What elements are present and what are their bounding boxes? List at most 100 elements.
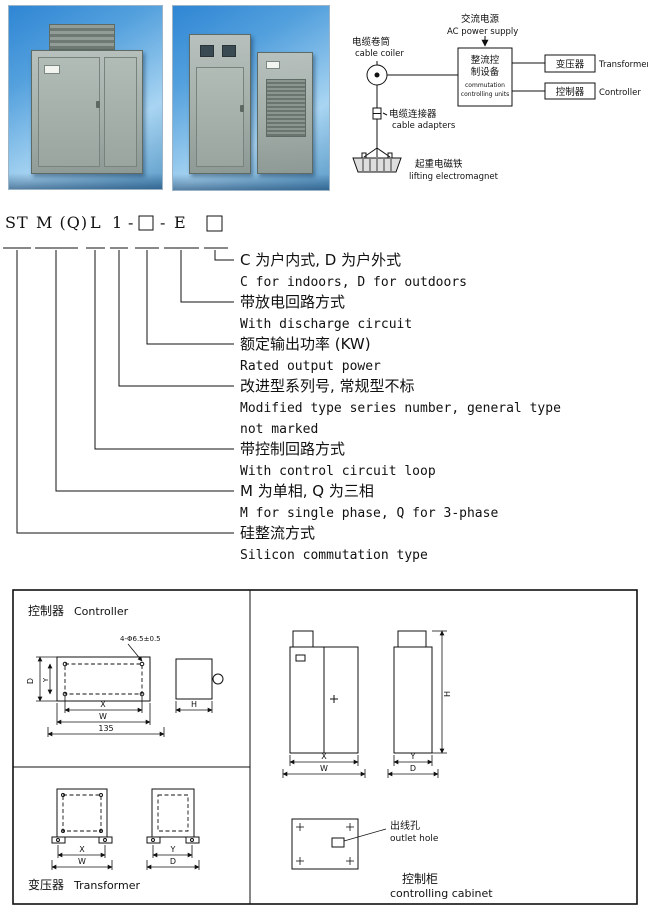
controller-section-label-cn: 控制器 (28, 604, 64, 618)
photo-floor-shadow (9, 173, 162, 189)
adapter-leader-line (382, 112, 388, 116)
dim-label-y: Y (170, 845, 176, 854)
magnet-label-en: lifting electromagnet (409, 172, 499, 182)
photo-floor-shadow (173, 174, 329, 190)
designation-6-en: M for single phase, Q for 3-phase (240, 506, 498, 521)
designation-4-en-line2: not marked (240, 422, 318, 437)
hole-note-leader (127, 643, 143, 662)
controller-front-view (56, 656, 151, 702)
code-dash-b: - (160, 213, 166, 232)
product-photo-double-cabinet (172, 5, 330, 191)
cabinet-door-left (38, 57, 100, 167)
designation-6-cn: M 为单相, Q 为三相 (240, 482, 374, 500)
panel-border (12, 589, 638, 905)
transformer-front-view: X W (51, 788, 113, 870)
dim-label-x: X (100, 700, 106, 709)
cabinet-side-view: H Y D (387, 630, 452, 778)
cabinet-door (196, 67, 244, 167)
hole-note: 4-Φ6.5±0.5 (120, 635, 161, 643)
dimension-drawing-panel: 控制器 Controller 4-Φ6.5±0.5 D Y X (12, 589, 638, 905)
dim-label-x: X (321, 752, 327, 761)
louver-grille (266, 79, 306, 137)
dim-label-h: H (443, 691, 452, 697)
cable-adapter-symbol (372, 107, 382, 120)
outlet-hole-label-cn: 出线孔 (390, 819, 420, 832)
dim-label-h: H (191, 700, 197, 709)
controller-label-en: Controller (599, 88, 641, 98)
designation-texts: C 为户内式, D 为户外式 C for indoors, D for outd… (240, 251, 561, 563)
nameplate (266, 61, 280, 69)
code-box-type (206, 215, 223, 232)
code-seg-mq: M (Q) (36, 213, 88, 232)
rectifier-box-cn-line2: 制设备 (471, 66, 500, 78)
cabinet-vent-unit (49, 24, 115, 50)
controller-box: 控制器 (544, 82, 596, 100)
designation-3-cn: 额定输出功率 (KW) (240, 335, 371, 353)
dim-label-y: Y (42, 677, 50, 683)
controller-section-label-en: Controller (74, 605, 129, 618)
code-seg-1: 1 (112, 213, 123, 232)
transformer-box-label-cn: 变压器 (556, 59, 585, 71)
tall-cabinet-illustration (189, 34, 251, 174)
dim-label-d: D (410, 764, 416, 773)
designation-7-en: Silicon commutation type (240, 548, 428, 563)
designation-4-cn: 改进型系列号, 常规型不标 (240, 377, 415, 395)
magnet-label-cn: 起重电磁铁 (415, 158, 463, 170)
cabinet-section-label-cn: 控制柜 (402, 872, 438, 886)
model-code: ST M (Q) L 1 - - E (5, 213, 223, 232)
code-box-power (138, 215, 154, 231)
dim-label-x: X (79, 845, 85, 854)
code-seg-e: E (174, 213, 187, 232)
dim-label-w: W (78, 857, 86, 866)
rectifier-box-en-line2: controlling units (461, 91, 509, 98)
transformer-side-view: Y D (146, 788, 200, 870)
lifting-electromagnet-symbol (352, 147, 402, 173)
designation-connectors (16, 250, 234, 534)
code-seg-st: ST (5, 213, 29, 232)
cable-coiler-symbol (366, 61, 388, 86)
transformer-label-en: Transformer (598, 60, 648, 70)
cable-coiler-label-en: cable coiler (355, 49, 404, 59)
dim-label-d: D (26, 678, 35, 684)
designation-4-en: Modified type series number, general typ… (240, 401, 561, 416)
meter-window (200, 45, 214, 57)
dim-label-d: D (170, 857, 176, 866)
cabinet-section-label-en: controlling cabinet (390, 887, 493, 900)
cabinet-illustration (31, 50, 143, 174)
controller-box-label-cn: 控制器 (556, 86, 585, 98)
cabinet-front-view: X W (282, 630, 366, 778)
ac-power-label-cn: 交流电源 (461, 13, 500, 25)
door-latch (240, 105, 244, 112)
cable-adapters-label-cn: 电缆连接器 (389, 108, 437, 120)
dim-label-135: 135 (98, 724, 113, 733)
ac-power-label-en: AC power supply (447, 27, 518, 37)
system-schematic: 电缆卷筒 cable coiler 交流电源 AC power supply 整… (352, 13, 648, 182)
transformer-section-label-cn: 变压器 (28, 877, 64, 892)
door-latch (96, 101, 100, 108)
model-designation-diagram: ST M (Q) L 1 - - E (3, 213, 561, 563)
designation-1-en: C for indoors, D for outdoors (240, 275, 467, 290)
designation-1-cn: C 为户内式, D 为户外式 (240, 251, 401, 269)
cabinet-door-right (104, 57, 137, 167)
cable-adapters-label-en: cable adapters (392, 121, 456, 131)
product-photo-single-cabinet (8, 5, 163, 190)
dim-label-w: W (320, 764, 328, 773)
outlet-hole-label-en: outlet hole (390, 834, 439, 844)
controller-dimensions: D Y X W 135 (26, 656, 165, 737)
rectifier-box-cn-line1: 整流控 (471, 54, 500, 66)
transformer-box: 变压器 (544, 54, 596, 73)
designation-3-en: Rated output power (240, 359, 381, 374)
transformer-section-label-en: Transformer (73, 879, 140, 892)
code-dash-a: - (128, 213, 134, 232)
controller-side-view: H (175, 658, 224, 713)
designation-5-cn: 带控制回路方式 (240, 440, 345, 458)
dim-label-y: Y (410, 752, 416, 761)
rectifier-unit-box: 整流控 制设备 commutation controlling units (457, 47, 513, 107)
dim-label-w: W (99, 712, 107, 721)
nameplate (44, 65, 60, 74)
designation-5-en: With control circuit loop (240, 464, 436, 479)
vented-cabinet-illustration (257, 52, 313, 174)
designation-2-en: With discharge circuit (240, 317, 412, 332)
designation-7-cn: 硅整流方式 (240, 524, 315, 542)
